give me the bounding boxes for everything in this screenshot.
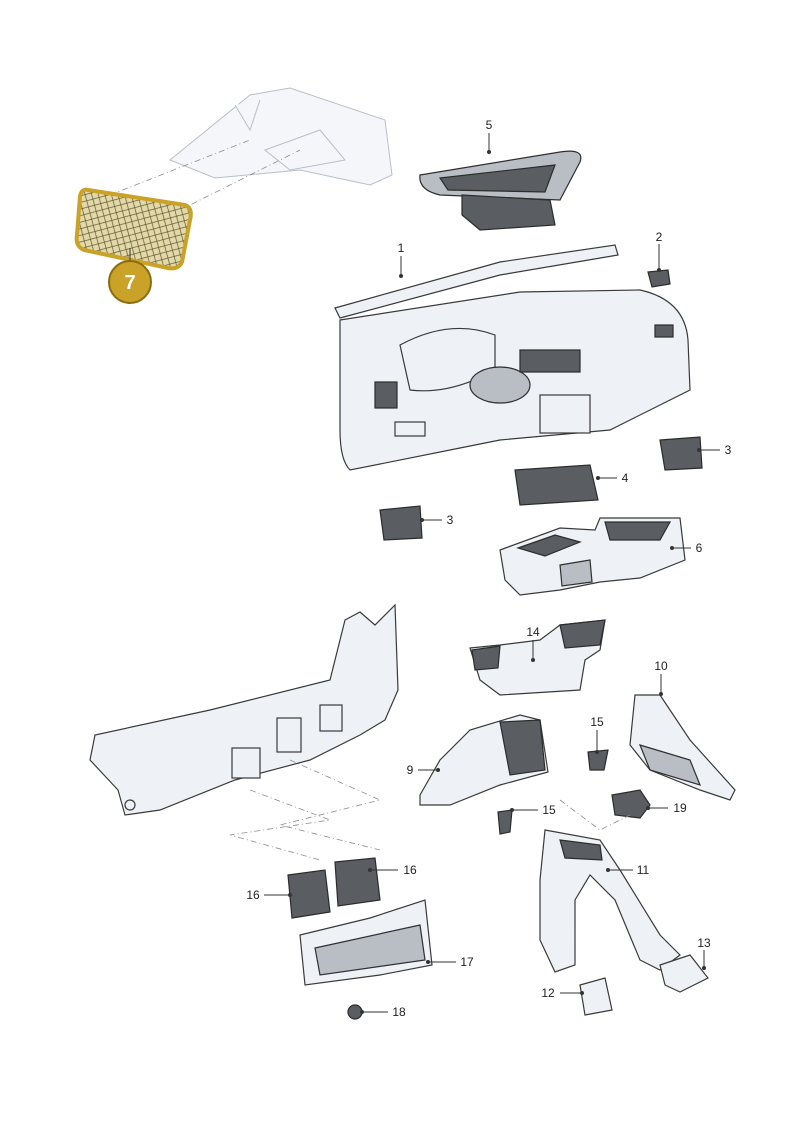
duct-connector-line bbox=[559, 799, 631, 831]
screw-part-15-bottom[interactable] bbox=[497, 809, 513, 835]
bulkhead-connector-line bbox=[229, 759, 382, 861]
air-duct-housing-part-6[interactable] bbox=[499, 517, 686, 596]
callout-14[interactable]: 14 bbox=[526, 625, 540, 639]
dash-trim-strip-part-1[interactable] bbox=[334, 244, 619, 319]
callout-6[interactable]: 6 bbox=[696, 541, 703, 555]
callout-18[interactable]: 18 bbox=[392, 1005, 406, 1019]
defrost-duct-part-17[interactable] bbox=[299, 899, 433, 986]
side-duct-part-9[interactable] bbox=[419, 714, 549, 806]
callout-11[interactable]: 11 bbox=[637, 863, 650, 877]
vent-grille-part-16-left[interactable] bbox=[287, 869, 331, 919]
callout-labels: 1 2 3 3 4 5 6 9 10 11 12 13 14 15 15 16 … bbox=[246, 118, 731, 1019]
callout-1[interactable]: 1 bbox=[398, 241, 405, 255]
floor-duct-part-11[interactable] bbox=[539, 829, 681, 973]
callout-3-left[interactable]: 3 bbox=[447, 513, 454, 527]
duct-outlet-part-12[interactable] bbox=[579, 977, 613, 1016]
callout-3-right[interactable]: 3 bbox=[725, 443, 732, 457]
vent-grille-part-16-right[interactable] bbox=[334, 857, 381, 907]
callout-10[interactable]: 10 bbox=[654, 659, 668, 673]
highlight-badge[interactable]: 7 bbox=[108, 260, 152, 304]
callout-9[interactable]: 9 bbox=[407, 763, 414, 777]
dashboard-panel bbox=[339, 289, 691, 471]
callout-17[interactable]: 17 bbox=[460, 955, 474, 969]
callout-15-top[interactable]: 15 bbox=[590, 715, 604, 729]
callout-4[interactable]: 4 bbox=[622, 471, 629, 485]
callout-dots bbox=[288, 150, 706, 1014]
side-duct-part-10[interactable] bbox=[629, 694, 736, 801]
scuttle-panel-ghost bbox=[169, 87, 393, 186]
callout-16-right[interactable]: 16 bbox=[403, 863, 417, 877]
side-vent-part-3-right[interactable] bbox=[659, 436, 703, 471]
clip-part-19[interactable] bbox=[611, 789, 651, 819]
callout-leaders bbox=[264, 133, 720, 1013]
callout-2[interactable]: 2 bbox=[656, 230, 663, 244]
clip-part-2[interactable] bbox=[647, 269, 671, 288]
glovebox-part-5[interactable] bbox=[419, 150, 582, 231]
callout-19[interactable]: 19 bbox=[673, 801, 687, 815]
center-vent-part-4[interactable] bbox=[514, 464, 599, 506]
screw-part-15-top[interactable] bbox=[587, 749, 609, 771]
callout-15-bottom[interactable]: 15 bbox=[542, 803, 556, 817]
duct-outlet-part-13[interactable] bbox=[659, 954, 709, 993]
callout-13[interactable]: 13 bbox=[697, 936, 711, 950]
badge-number: 7 bbox=[124, 272, 135, 294]
callout-5[interactable]: 5 bbox=[486, 118, 493, 132]
callout-16-left[interactable]: 16 bbox=[246, 888, 260, 902]
bulkhead-panel bbox=[89, 603, 399, 816]
duct-bracket-part-14[interactable] bbox=[469, 619, 606, 696]
callout-12[interactable]: 12 bbox=[541, 986, 555, 1000]
nut-part-18[interactable] bbox=[347, 1004, 363, 1020]
side-vent-part-3-left[interactable] bbox=[379, 505, 423, 541]
mesh-connector-line-2 bbox=[179, 149, 301, 211]
air-intake-mesh-part-7[interactable] bbox=[74, 187, 193, 271]
